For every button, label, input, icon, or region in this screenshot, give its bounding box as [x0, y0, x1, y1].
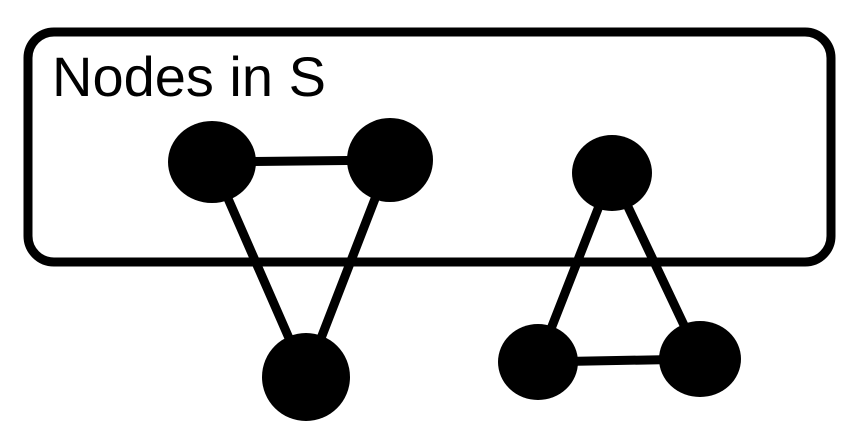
graph-nodes [168, 118, 741, 421]
set-box-label: Nodes in S [52, 45, 326, 108]
node-e [498, 324, 578, 400]
node-b [347, 118, 433, 202]
node-a [168, 121, 256, 203]
node-d [572, 135, 652, 211]
node-c [262, 333, 350, 421]
node-f [659, 321, 741, 397]
set-box [23, 27, 836, 267]
